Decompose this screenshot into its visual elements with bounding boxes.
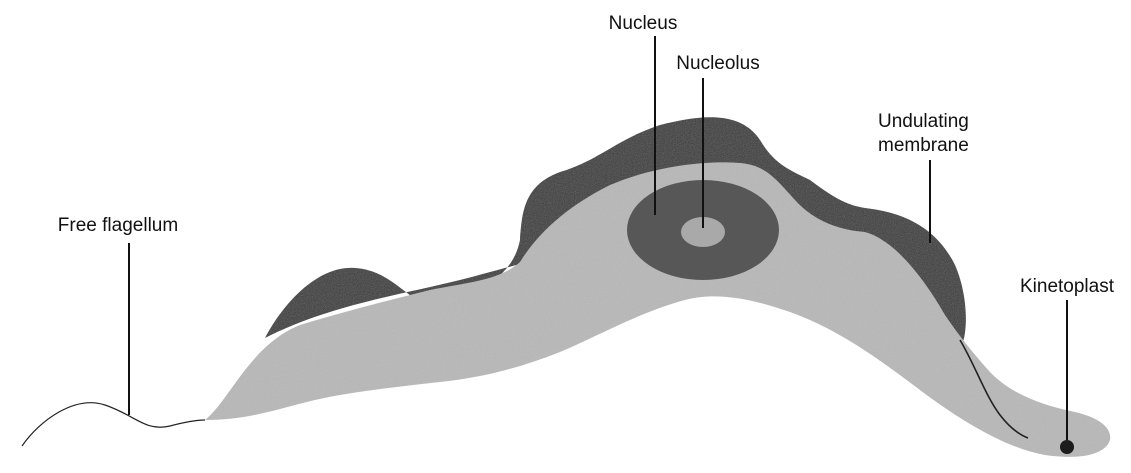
- undulating-membrane-label-line1: Undulating: [878, 111, 969, 132]
- kinetoplast: [1060, 440, 1074, 454]
- kinetoplast-label: Kinetoplast: [1020, 276, 1115, 297]
- nucleolus-label: Nucleolus: [676, 53, 759, 74]
- free-flagellum-label: Free flagellum: [58, 215, 178, 236]
- undulating-membrane-label-line2: membrane: [878, 135, 969, 156]
- nucleus-label: Nucleus: [609, 13, 678, 34]
- free-flagellum-line: [22, 403, 205, 446]
